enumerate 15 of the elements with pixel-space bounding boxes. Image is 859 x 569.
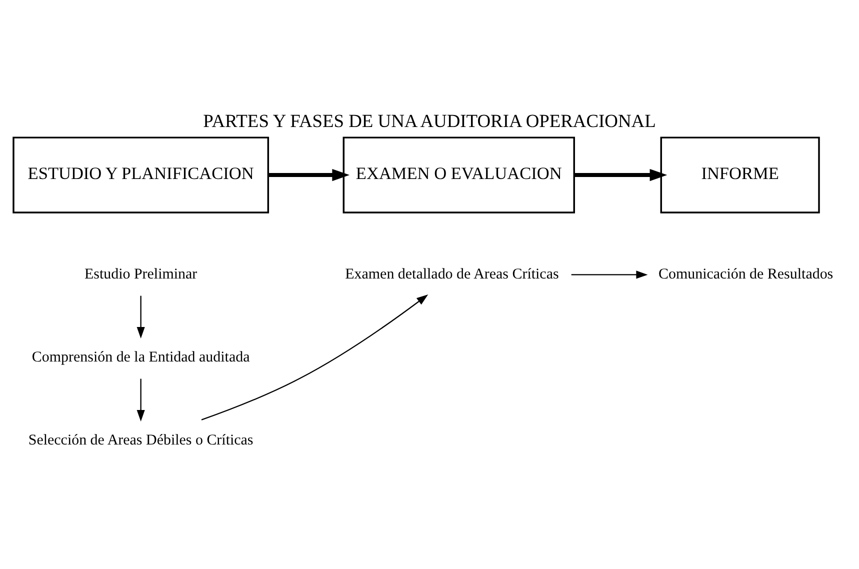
node-text: Examen detallado de Areas Críticas	[345, 266, 559, 283]
arrow	[574, 168, 668, 182]
node-text: Selección de Areas Débiles o Críticas	[28, 432, 254, 449]
arrow	[268, 168, 350, 182]
node-text: Comunicación de Resultados	[658, 266, 834, 283]
arrow	[201, 294, 428, 420]
node-text: Comprensión de la Entidad auditada	[32, 350, 250, 366]
node-text: Estudio Preliminar	[84, 266, 198, 283]
node-box: ESTUDIO Y PLANIFICACION	[12, 136, 270, 214]
arrow	[571, 270, 648, 279]
arrow	[136, 378, 145, 422]
arrow	[136, 296, 145, 339]
diagram-title: PARTES Y FASES DE UNA AUDITORIA OPERACIONAL	[203, 110, 656, 131]
node-box: INFORME	[660, 136, 820, 214]
node-box: EXAMEN O EVALUACION	[342, 136, 575, 214]
